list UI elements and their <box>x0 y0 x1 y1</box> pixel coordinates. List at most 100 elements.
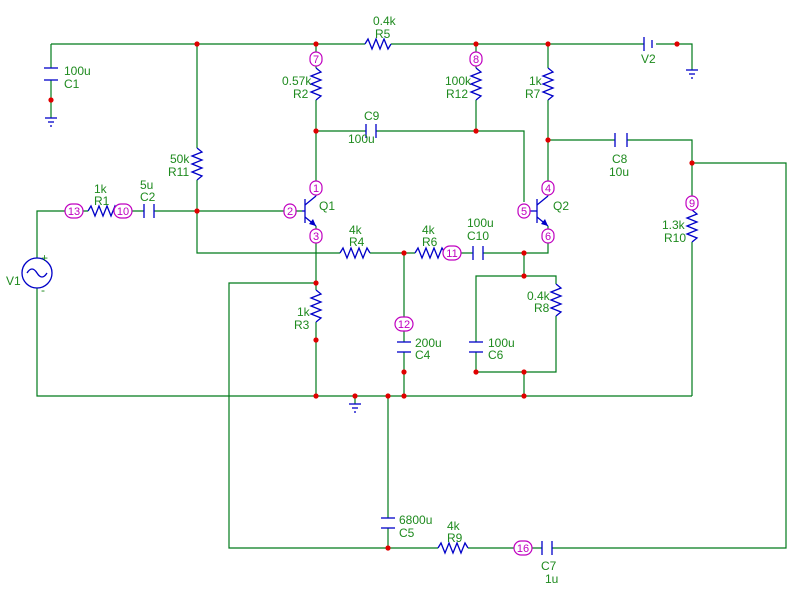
resistor-r12[interactable] <box>469 67 483 101</box>
wire-c10-q2 <box>483 226 549 254</box>
ground-icon <box>349 403 361 413</box>
svg-text:12: 12 <box>398 319 410 331</box>
r9-value: 4k <box>447 519 461 533</box>
svg-text:9: 9 <box>689 198 695 210</box>
wire-v2-right <box>656 43 693 70</box>
capacitor-c7[interactable] <box>541 541 553 555</box>
v1-name: V1 <box>6 274 21 288</box>
v1-minus-sign: - <box>41 283 45 297</box>
node-label-8: 8 <box>469 51 483 67</box>
wire-r11-bottom <box>196 180 340 254</box>
node-label-2: 2 <box>283 203 297 219</box>
resistor-r10[interactable] <box>685 209 699 243</box>
capacitor-c5[interactable] <box>381 517 395 529</box>
wire-r8-top <box>524 275 557 284</box>
resistor-r9[interactable] <box>437 541 469 555</box>
r11-name: R11 <box>168 165 189 179</box>
c4-name: C4 <box>415 348 431 362</box>
r12-value: 100k <box>445 74 472 88</box>
wires <box>36 43 787 549</box>
r3-name: R3 <box>294 318 310 332</box>
transistor-q1[interactable] <box>302 195 317 227</box>
capacitor-c4[interactable] <box>397 341 411 353</box>
c5-name: C5 <box>399 526 415 540</box>
capacitor-c1[interactable] <box>44 67 58 81</box>
r3-value: 1k <box>297 305 311 319</box>
wire-left-loop <box>228 282 438 549</box>
c9-name: C9 <box>364 109 380 123</box>
svg-text:6: 6 <box>545 231 551 243</box>
c6-value: 100u <box>488 336 515 350</box>
r9-name: R9 <box>447 531 463 545</box>
capacitors <box>44 67 628 555</box>
node-label-9: 9 <box>685 195 699 211</box>
resistor-r7[interactable] <box>541 67 555 101</box>
resistor-r11[interactable] <box>190 147 204 181</box>
svg-text:10: 10 <box>117 206 129 218</box>
capacitor-c9[interactable] <box>365 124 377 138</box>
c2-name: C2 <box>140 190 156 204</box>
node-label-16: 16 <box>513 540 533 556</box>
capacitor-c8[interactable] <box>614 133 628 147</box>
svg-text:13: 13 <box>68 206 80 218</box>
v2-name: V2 <box>641 52 656 66</box>
wire-right-loop <box>552 162 787 549</box>
r5-value: 0.4k <box>373 14 397 28</box>
r4-name: R4 <box>349 235 365 249</box>
r1-value: 1k <box>94 182 108 196</box>
resistor-r6[interactable] <box>414 246 446 260</box>
svg-text:7: 7 <box>313 54 319 66</box>
resistor-r8[interactable] <box>549 283 563 317</box>
node-label-1: 1 <box>309 180 323 196</box>
resistor-r5[interactable] <box>364 37 392 51</box>
node-label-10: 10 <box>113 203 133 219</box>
node-label-5: 5 <box>517 203 531 219</box>
r5-name: R5 <box>375 27 391 41</box>
resistor-r4[interactable] <box>339 246 371 260</box>
c1-value: 100u <box>64 64 91 78</box>
resistors <box>87 37 699 555</box>
c10-name: C10 <box>467 229 489 243</box>
r4-value: 4k <box>349 223 363 237</box>
c6-name: C6 <box>488 348 504 362</box>
svg-text:2: 2 <box>287 206 293 218</box>
c7-value: 1u <box>545 572 558 586</box>
capacitor-c10[interactable] <box>472 246 484 260</box>
ground-icon <box>686 69 698 79</box>
q2-name: Q2 <box>553 199 569 213</box>
svg-text:3: 3 <box>313 231 319 243</box>
c5-value: 6800u <box>399 513 432 527</box>
voltage-source-v1[interactable]: + - <box>21 251 53 297</box>
resistor-r2[interactable] <box>309 67 323 101</box>
svg-text:11: 11 <box>446 248 457 260</box>
node-label-7: 7 <box>309 51 323 67</box>
svg-text:5: 5 <box>521 206 527 218</box>
transistor-q2[interactable] <box>524 195 549 227</box>
svg-text:4: 4 <box>545 183 551 195</box>
r10-value: 1.3k <box>662 218 686 232</box>
c10-value: 100u <box>467 216 494 230</box>
wire-r8-bottom <box>475 316 557 373</box>
node-label-12: 12 <box>394 316 414 332</box>
dc-source-v2[interactable] <box>643 37 653 51</box>
r6-value: 4k <box>422 223 436 237</box>
r8-value: 0.4k <box>527 289 551 303</box>
r1-name: R1 <box>94 194 110 208</box>
node-label-3: 3 <box>309 228 323 244</box>
capacitor-c2[interactable] <box>143 204 155 218</box>
node-label-4: 4 <box>541 180 555 196</box>
c8-name: C8 <box>612 152 628 166</box>
wire-v1-bottom <box>36 288 692 397</box>
r12-name: R12 <box>446 87 468 101</box>
ground-icon <box>45 117 57 127</box>
resistor-r3[interactable] <box>309 289 323 323</box>
node-label-6: 6 <box>541 228 555 244</box>
r6-name: R6 <box>422 235 438 249</box>
capacitor-c6[interactable] <box>469 341 483 353</box>
junction-dots <box>48 41 695 551</box>
wire-c8-right <box>627 139 693 163</box>
r8-name: R8 <box>534 301 550 315</box>
c4-value: 200u <box>415 336 442 350</box>
c2-value: 5u <box>140 178 153 192</box>
